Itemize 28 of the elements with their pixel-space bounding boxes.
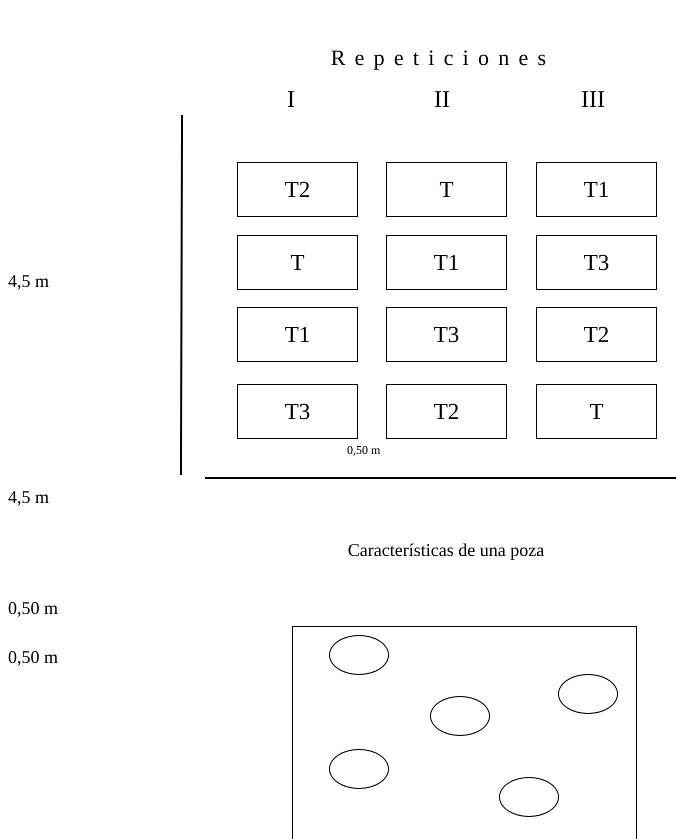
plant-ellipse (558, 674, 618, 714)
plant-ellipse (328, 634, 388, 674)
plot-box: T3 (386, 307, 507, 362)
plot-box: T3 (237, 384, 358, 439)
plot-box: T3 (536, 235, 657, 290)
column-heading: I (287, 88, 295, 112)
dimension-text: 0,50 m (8, 599, 58, 617)
dimension-text: 0,50 m (8, 648, 58, 666)
column-heading: III (581, 88, 605, 112)
subheading: Características de una poza (348, 541, 544, 559)
plot-box: T1 (237, 307, 358, 362)
dimension-text: 4,5 m (8, 488, 50, 506)
plot-box: T1 (386, 235, 507, 290)
plot-box: T2 (237, 162, 358, 217)
pond-outline (292, 626, 637, 839)
plot-box: T (536, 384, 657, 439)
plot-box: T1 (536, 162, 657, 217)
plot-box: T (386, 162, 507, 217)
title: Repeticiones (330, 47, 556, 69)
column-heading: II (434, 88, 450, 112)
plant-ellipse (430, 696, 490, 736)
plot-box: T2 (386, 384, 507, 439)
plot-box: T (237, 235, 358, 290)
plot-box: T2 (536, 307, 657, 362)
dimension-text: 0,50 m (347, 444, 380, 456)
plant-ellipse (328, 748, 388, 788)
plant-ellipse (498, 776, 558, 816)
dimension-text: 4,5 m (8, 272, 50, 290)
